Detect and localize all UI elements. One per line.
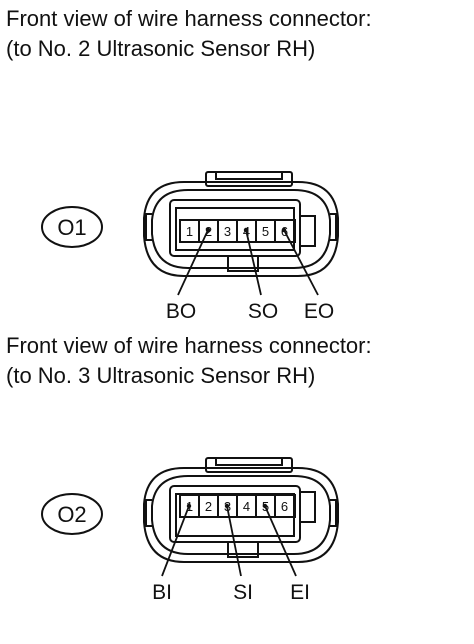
connector-2-leader-si [226, 505, 242, 577]
connector-2-id-ellipse [41, 493, 103, 535]
connector-2-pin-6: 6 [281, 499, 288, 514]
connector-1-terminal-so: SO [248, 300, 278, 323]
connector-1-terminal-eo: EO [304, 300, 334, 323]
connector-1-leader-bo [177, 229, 209, 296]
connector-2-leaders [161, 505, 297, 577]
connector-2-leader-dots [186, 503, 268, 509]
connector-1-leader-dots [205, 227, 287, 233]
connector-2-heading-line1: Front view of wire harness connector: [6, 333, 372, 358]
connector-1-heading: Front view of wire harness connector: (t… [6, 4, 372, 64]
connector-1-leader-eo [283, 229, 319, 296]
connector-2-terminal-si: SI [233, 581, 253, 604]
connector-1-heading-line1: Front view of wire harness connector: [6, 6, 372, 31]
connector-2-terminal-bi: BI [152, 581, 172, 604]
connector-2-heading-line2: (to No. 3 Ultrasonic Sensor RH) [6, 363, 316, 388]
connector-2-leader-ei [264, 505, 297, 577]
connector-1-id-ellipse [41, 206, 103, 248]
connector-1-housing [143, 171, 339, 277]
connector-1-terminal-bo: BO [166, 300, 196, 323]
connector-2-pin-2: 2 [205, 499, 212, 514]
connector-1-heading-line2: (to No. 2 Ultrasonic Sensor RH) [6, 36, 316, 61]
connector-2-housing [143, 457, 339, 563]
connector-1-pin-1: 1 [186, 224, 193, 239]
connector-2-heading: Front view of wire harness connector: (t… [6, 331, 372, 391]
connector-1-leaders [177, 229, 319, 296]
connector-2-pin-4: 4 [243, 499, 250, 514]
connector-1-leader-so [245, 229, 262, 296]
connector-2-diagram: O2 1 2 3 4 5 6 [41, 457, 339, 604]
connector-1-pin-5: 5 [262, 224, 269, 239]
connector-2-terminal-ei: EI [290, 581, 310, 604]
connector-1-id-label: O1 [57, 215, 86, 240]
connector-1-pin-3: 3 [224, 224, 231, 239]
connector-2-leader-bi [161, 505, 190, 577]
connector-1-diagram: O1 1 2 3 4 5 6 [41, 171, 339, 323]
connector-2-id-label: O2 [57, 502, 86, 527]
